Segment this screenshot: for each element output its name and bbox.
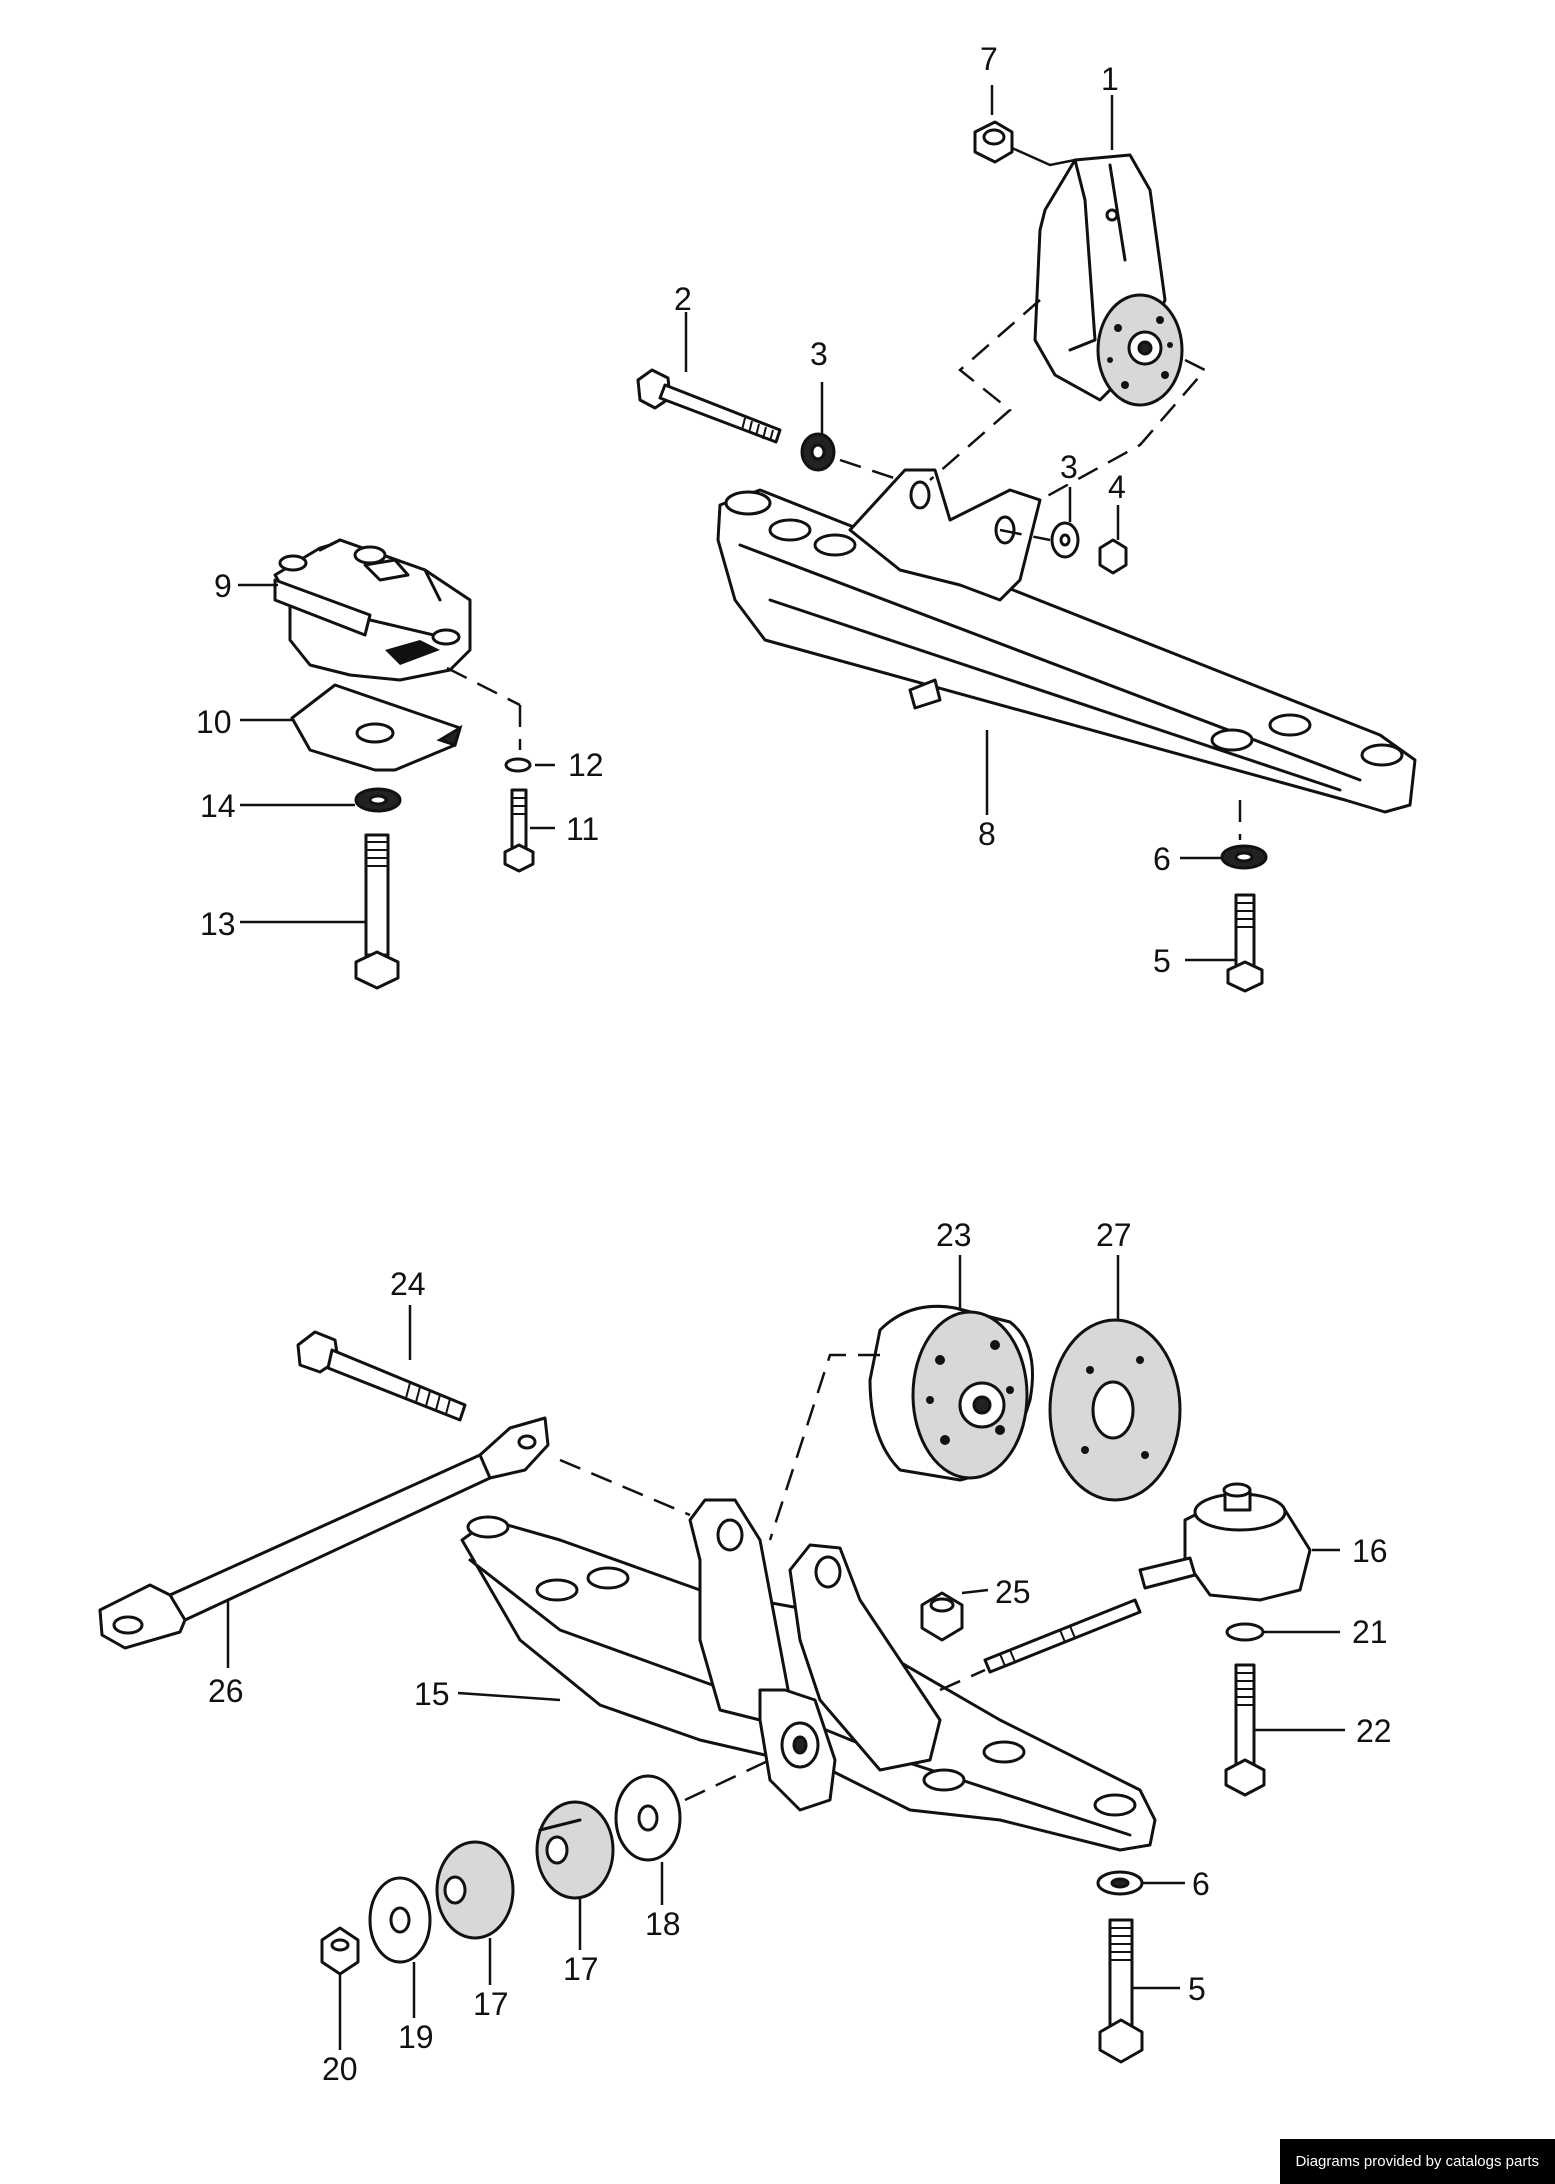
callout-15: 15 bbox=[414, 1676, 450, 1712]
callout-4: 4 bbox=[1108, 469, 1126, 505]
callout-8: 8 bbox=[978, 816, 996, 852]
callout-17-rear: 17 bbox=[563, 1951, 599, 1987]
lower-assembly bbox=[98, 1255, 1345, 2064]
bolt-11 bbox=[503, 788, 535, 873]
callout-labels: 7 1 2 3 3 4 9 10 12 14 11 13 8 6 5 24 23… bbox=[196, 41, 1392, 2087]
bushing-17-rear bbox=[535, 1800, 615, 1900]
callout-25: 25 bbox=[995, 1574, 1031, 1610]
callout-10: 10 bbox=[196, 704, 232, 740]
callout-7: 7 bbox=[980, 41, 998, 77]
callout-2: 2 bbox=[674, 281, 692, 317]
callout-22: 22 bbox=[1356, 1713, 1392, 1749]
link-rod-26 bbox=[98, 1416, 550, 1650]
bolt-5-upper bbox=[1226, 893, 1264, 993]
callout-24: 24 bbox=[390, 1266, 426, 1302]
callout-5-lower: 5 bbox=[1188, 1971, 1206, 2007]
crossmember-15-brackets bbox=[688, 1498, 942, 1812]
nut-7 bbox=[973, 120, 1014, 164]
callout-17-front: 17 bbox=[473, 1986, 509, 2022]
nut-20 bbox=[320, 1926, 360, 1976]
disk-27 bbox=[1048, 1318, 1182, 1502]
washer-12 bbox=[504, 757, 532, 773]
engine-mount-1 bbox=[1033, 153, 1184, 407]
long-bolt-2 bbox=[636, 368, 782, 444]
nut-4 bbox=[1098, 538, 1128, 575]
bolt-5-lower bbox=[1098, 1918, 1144, 2064]
callout-23: 23 bbox=[936, 1217, 972, 1253]
callout-5-upper: 5 bbox=[1153, 943, 1171, 979]
callout-18: 18 bbox=[645, 1906, 681, 1942]
callout-26: 26 bbox=[208, 1673, 244, 1709]
bolt-13 bbox=[354, 833, 400, 990]
callout-6-upper: 6 bbox=[1153, 841, 1171, 877]
bolt-24 bbox=[296, 1330, 467, 1422]
washer-3b bbox=[1050, 521, 1080, 559]
washer-18 bbox=[614, 1774, 682, 1862]
washer-21 bbox=[1225, 1622, 1265, 1642]
bracket-plate-10 bbox=[290, 683, 463, 772]
callout-19: 19 bbox=[398, 2019, 434, 2055]
credit-banner: Diagrams provided by catalogs parts bbox=[1279, 2139, 1555, 2184]
bushing-17-front bbox=[435, 1840, 515, 1940]
callout-6-lower: 6 bbox=[1192, 1866, 1210, 1902]
washer-19 bbox=[368, 1876, 432, 1964]
callout-9: 9 bbox=[214, 568, 232, 604]
callout-13: 13 bbox=[200, 906, 236, 942]
upper-assembly bbox=[238, 85, 1417, 993]
link-shaft bbox=[983, 1598, 1142, 1674]
callout-14: 14 bbox=[200, 788, 236, 824]
mount-16 bbox=[1138, 1482, 1312, 1602]
callout-21: 21 bbox=[1352, 1614, 1388, 1650]
callout-3b: 3 bbox=[1060, 449, 1078, 485]
callout-11: 11 bbox=[566, 811, 599, 847]
washer-3 bbox=[800, 432, 836, 472]
washer-14 bbox=[354, 787, 402, 813]
crossmember-8 bbox=[716, 488, 1417, 814]
washer-6-lower bbox=[1096, 1870, 1144, 1896]
bushing-23 bbox=[868, 1304, 1034, 1482]
callout-3: 3 bbox=[810, 336, 828, 372]
bolt-22 bbox=[1224, 1663, 1266, 1797]
nut-25 bbox=[920, 1591, 964, 1642]
callout-20: 20 bbox=[322, 2051, 358, 2087]
washer-6-upper bbox=[1220, 844, 1268, 870]
callout-12: 12 bbox=[568, 747, 604, 783]
callout-16: 16 bbox=[1352, 1533, 1388, 1569]
transmission-mount-9 bbox=[273, 538, 472, 682]
callout-1: 1 bbox=[1101, 61, 1119, 97]
callout-27: 27 bbox=[1096, 1217, 1132, 1253]
